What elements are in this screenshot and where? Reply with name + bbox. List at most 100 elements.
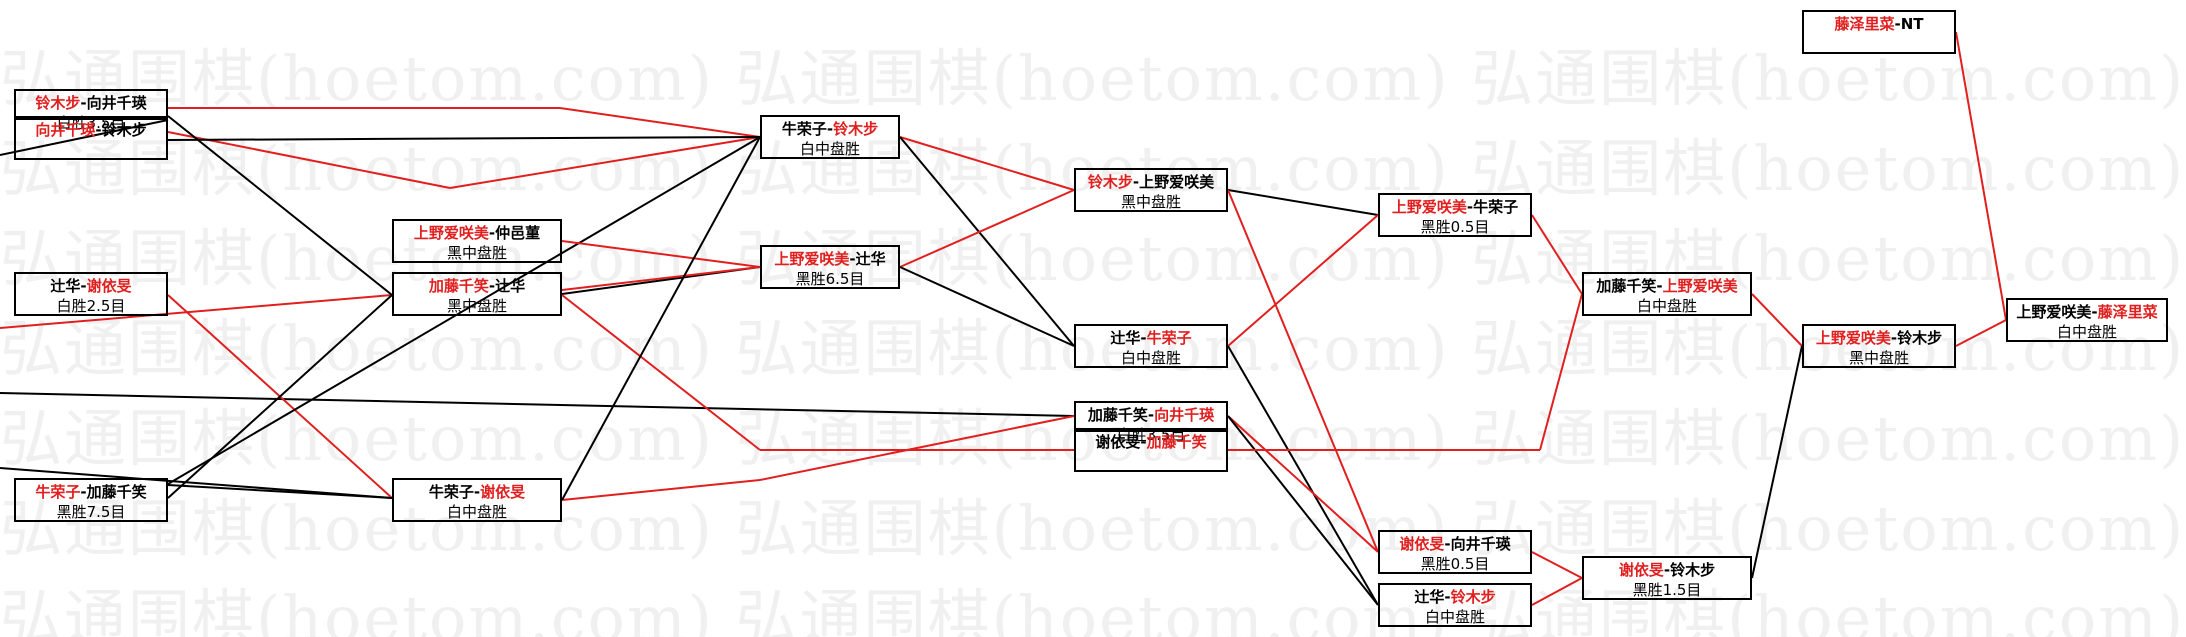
match-players: 辻华-牛荣子: [1076, 326, 1226, 348]
player-name: 牛荣子: [428, 483, 474, 501]
connector-line: [899, 189, 1075, 268]
connector-line: [899, 136, 1075, 191]
connector-line: [449, 136, 761, 189]
match-node[interactable]: 谢依旻-向井千瑛黑胜0.5目: [1378, 530, 1532, 574]
player-name: 牛荣子: [781, 120, 827, 138]
match-node[interactable]: 上野爱咲美-辻华黑胜6.5目: [760, 245, 900, 289]
separator: -: [1890, 329, 1898, 347]
player-name: 牛荣子: [1146, 329, 1192, 347]
connector-line: [1751, 345, 1803, 579]
match-node[interactable]: 上野爱咲美-铃木步黑中盘胜: [1802, 324, 1956, 368]
player-name: 铃木步: [1897, 329, 1943, 347]
connector-line: [1955, 31, 2007, 321]
connector-line: [0, 392, 1075, 417]
player-name: 铃木步: [101, 121, 147, 139]
player-name: 铃木步: [833, 120, 879, 138]
match-players: 上野爱咲美-仲邑菫: [394, 221, 560, 243]
match-players: 铃木步-向井千瑛: [16, 91, 166, 113]
match-node[interactable]: 上野爱咲美-牛荣子黑胜0.5目: [1378, 193, 1532, 237]
connector-line: [759, 415, 1075, 481]
match-node[interactable]: 辻华-铃木步白中盘胜: [1378, 583, 1532, 627]
match-node[interactable]: 加藤千笑-上野爱咲美白中盘胜: [1582, 272, 1752, 316]
player-name: 上野爱咲美: [413, 224, 489, 242]
match-players: 辻华-铃木步: [1380, 585, 1530, 607]
separator: -: [1894, 15, 1901, 33]
match-result: 黑中盘胜: [1848, 349, 1909, 367]
match-node[interactable]: 辻华-牛荣子白中盘胜: [1074, 324, 1228, 368]
match-players: 铃木步-上野爱咲美: [1076, 170, 1226, 192]
connector-line: [1227, 189, 1379, 216]
player-name: NT: [1900, 15, 1924, 33]
connector-line: [1539, 293, 1583, 451]
separator: -: [80, 277, 87, 295]
separator: -: [1132, 173, 1140, 191]
match-players: 向井千瑛-铃木步: [16, 118, 166, 140]
connector-line: [899, 266, 1075, 347]
separator: -: [1656, 277, 1663, 295]
player-name: 上野爱咲美: [1662, 277, 1738, 295]
match-node[interactable]: 牛荣子-加藤千笑黑胜7.5目: [14, 478, 168, 522]
connector-line: [167, 136, 761, 141]
player-name: 辻华: [855, 250, 886, 268]
match-players: 谢依旻-向井千瑛: [1380, 532, 1530, 554]
player-name: 上野爱咲美: [774, 250, 850, 268]
connector-line: [1227, 415, 1379, 553]
match-node[interactable]: 加藤千笑-辻华黑中盘胜: [392, 272, 562, 316]
connector-line: [0, 119, 169, 156]
match-node[interactable]: 辻华-谢依旻白胜2.5目: [14, 272, 168, 316]
match-result: 白中盘胜: [1424, 608, 1485, 626]
match-result: 白中盘胜: [2056, 323, 2117, 341]
match-node[interactable]: 牛荣子-铃木步白中盘胜: [760, 115, 900, 159]
match-players: 牛荣子-加藤千笑: [16, 480, 166, 502]
separator: -: [826, 120, 834, 138]
player-name: 藤泽里菜: [2097, 303, 2158, 321]
match-node[interactable]: 铃木步-上野爱咲美黑中盘胜: [1074, 168, 1228, 212]
match-node[interactable]: 加藤千笑-向井千瑛白胜3.5目: [1074, 401, 1228, 444]
player-name: 谢依旻: [86, 277, 132, 295]
match-result: 黑中盘胜: [446, 297, 507, 315]
match-node[interactable]: 藤泽里菜-NT: [1802, 10, 1956, 54]
connector-line: [0, 467, 393, 499]
connector-line: [0, 294, 393, 329]
match-node[interactable]: 向井千瑛-铃木步: [14, 116, 168, 160]
match-players: 加藤千笑-上野爱咲美: [1584, 274, 1750, 296]
match-node[interactable]: 谢依旻-加藤千笑: [1074, 428, 1228, 472]
separator: -: [1444, 535, 1451, 553]
match-result: 黑胜0.5目: [1420, 218, 1490, 236]
match-node[interactable]: 牛荣子-谢依旻白中盘胜: [392, 478, 562, 522]
match-players: 牛荣子-铃木步: [762, 117, 898, 139]
match-players: 加藤千笑-辻华: [394, 274, 560, 296]
match-result: 白中盘胜: [1636, 297, 1697, 315]
connector-line: [1531, 551, 1583, 579]
match-players: 上野爱咲美-牛荣子: [1380, 195, 1530, 217]
player-name: 上野爱咲美: [1815, 329, 1891, 347]
connector-line: [559, 107, 761, 138]
match-result: 白胜3.5目: [56, 114, 126, 132]
player-name: 谢依旻: [1618, 561, 1664, 579]
connector-line: [1227, 415, 1379, 606]
connector-line: [167, 484, 393, 499]
connector-line: [1227, 214, 1379, 347]
match-result: 白中盘胜: [1120, 349, 1181, 367]
player-name: 加藤千笑: [86, 483, 147, 501]
separator: -: [95, 121, 102, 139]
match-node[interactable]: 铃木步-向井千瑛白胜3.5目: [14, 89, 168, 132]
match-result: 黑胜0.5目: [1420, 555, 1490, 573]
match-players: 上野爱咲美-辻华: [762, 247, 898, 269]
player-name: 辻华: [1110, 329, 1141, 347]
player-name: 上野爱咲美: [2016, 303, 2092, 321]
connector-line: [561, 136, 761, 501]
match-result: 白胜3.5目: [1116, 426, 1186, 444]
player-name: 铃木步: [1087, 173, 1133, 191]
match-node[interactable]: 上野爱咲美-藤泽里菜白中盘胜: [2006, 298, 2168, 342]
match-node[interactable]: 谢依旻-铃木步黑胜1.5目: [1582, 556, 1752, 600]
match-players: 牛荣子-谢依旻: [394, 480, 560, 502]
separator: -: [1444, 588, 1451, 606]
separator: -: [1140, 329, 1147, 347]
match-result: 白中盘胜: [446, 503, 507, 521]
player-name: 辻华: [1414, 588, 1445, 606]
match-node[interactable]: 上野爱咲美-仲邑菫黑中盘胜: [392, 219, 562, 263]
separator: -: [2091, 303, 2098, 321]
